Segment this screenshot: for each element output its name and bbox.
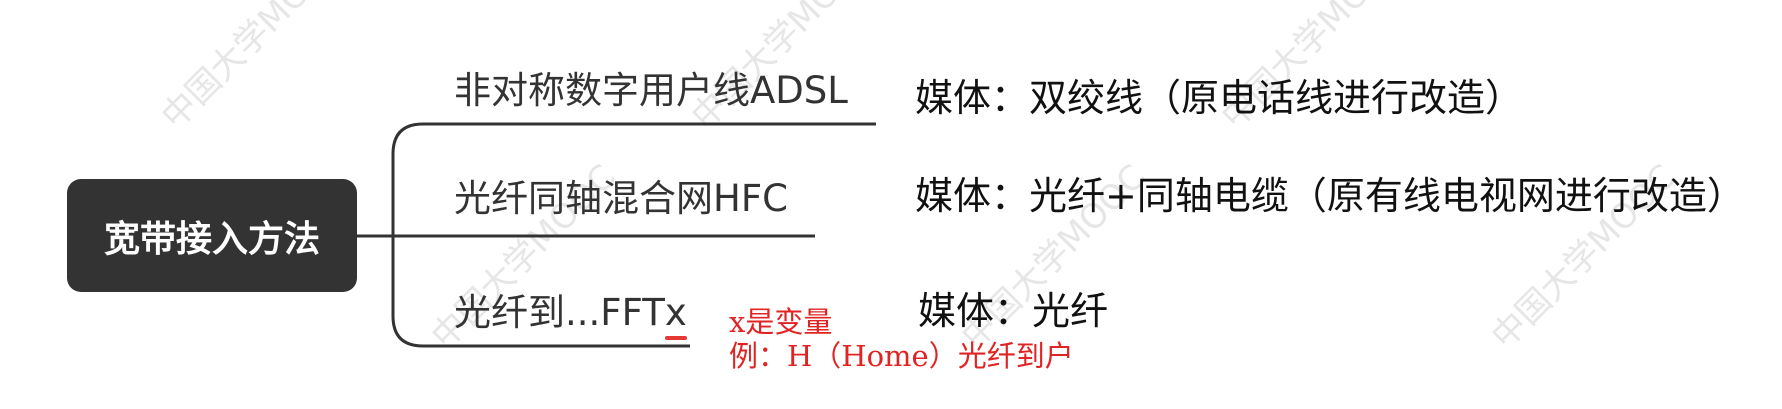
media-label-hfc: 媒体：光纤+同轴电缆（原有线电视网进行改造） bbox=[915, 174, 1745, 218]
media-label-fftx: 媒体：光纤 bbox=[918, 289, 1109, 333]
branch-label-fftx-variable: x bbox=[664, 291, 687, 334]
annotation-line-2: 例：H（Home）光纤到户 bbox=[729, 339, 1074, 373]
media-label-adsl: 媒体：双绞线（原电话线进行改造） bbox=[915, 76, 1524, 120]
root-node: 宽带接入方法 bbox=[67, 179, 357, 292]
root-label: 宽带接入方法 bbox=[103, 218, 320, 260]
annotation-note: x是变量 例：H（Home）光纤到户 bbox=[729, 305, 1074, 373]
branch-label-fftx: 光纤到...FFTx bbox=[454, 282, 687, 336]
branch-label-fftx-prefix: 光纤到...FFT bbox=[454, 291, 665, 334]
annotation-line-1: x是变量 bbox=[729, 305, 833, 339]
branch-label-hfc: 光纤同轴混合网HFC bbox=[454, 177, 788, 220]
branch-label-adsl: 非对称数字用户线ADSL bbox=[454, 69, 848, 112]
